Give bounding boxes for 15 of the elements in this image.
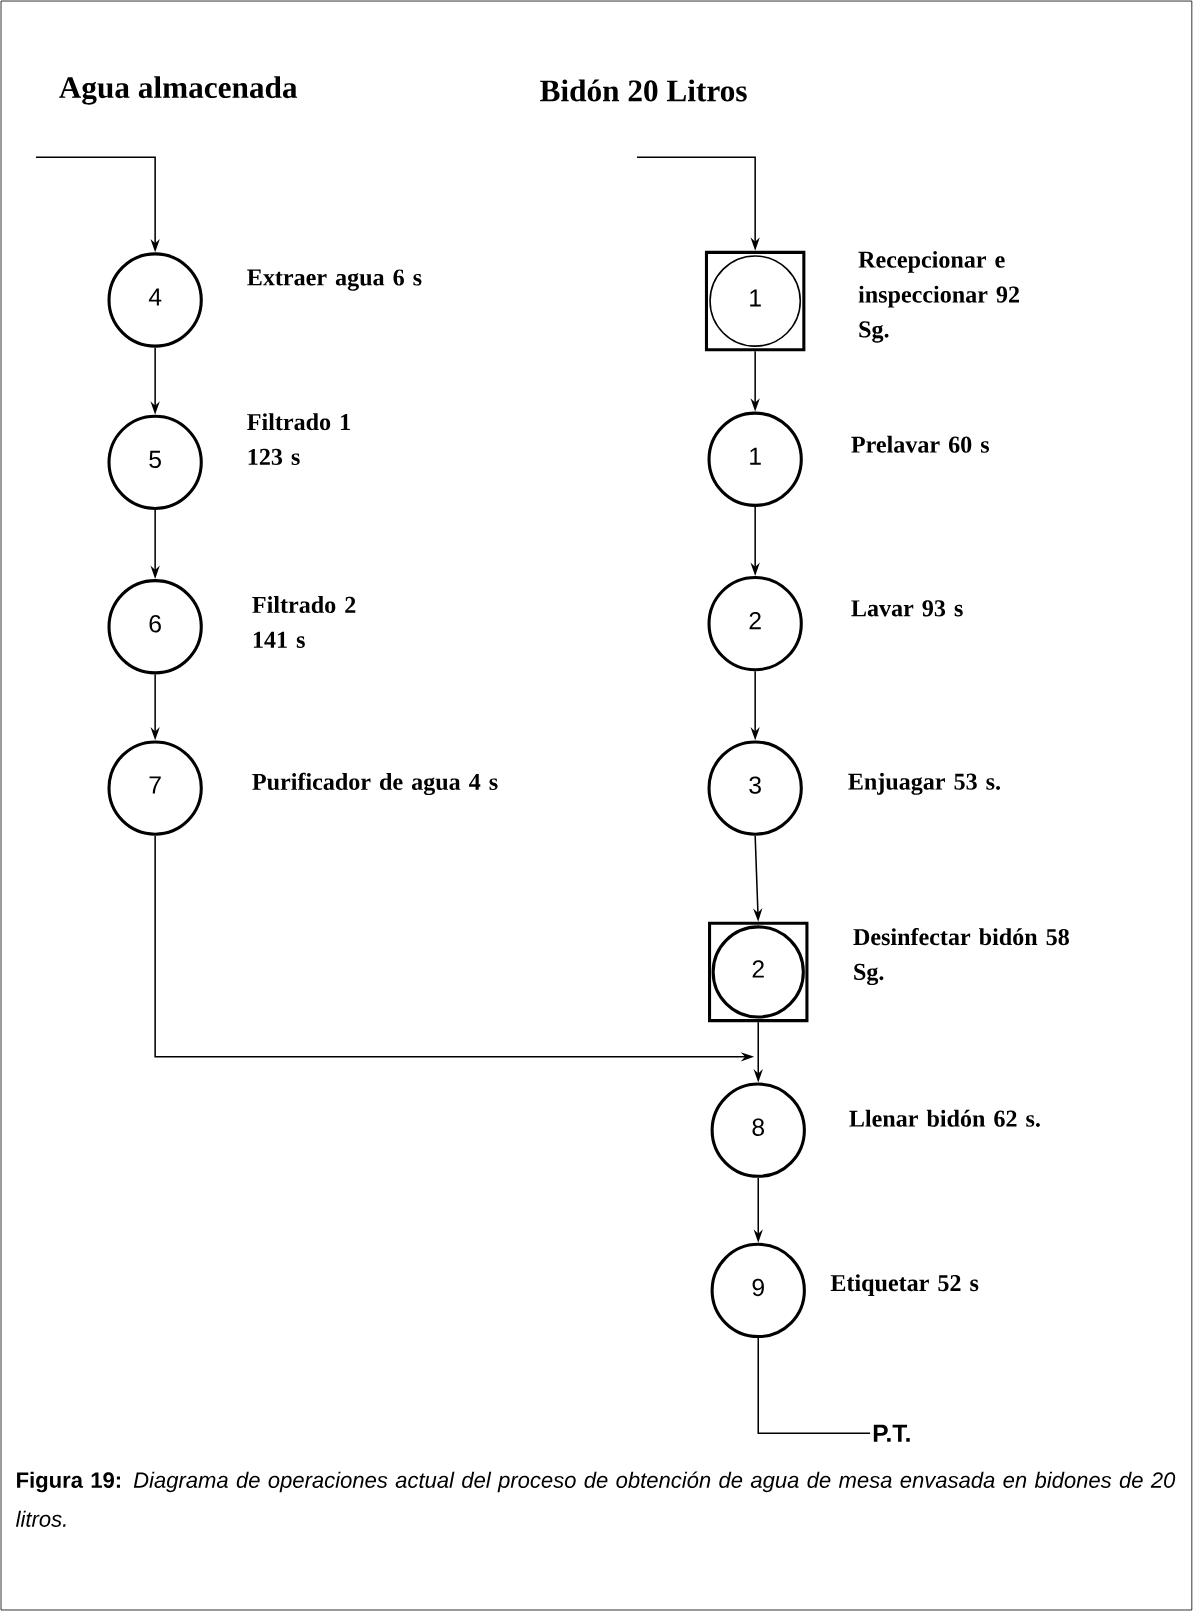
column-heading: Bidón 20 Litros [540, 79, 747, 102]
end-label: P.T. [873, 1424, 910, 1442]
caption: Figura 19: Diagrama de operaciones actual del proceso de obtención de agua de mesa envasada en bidones de 20 litros. [16, 1471, 1176, 1527]
step-label: Filtrado 2 141 s [252, 596, 356, 648]
step-label: Enjuagar 53 s. [848, 772, 1001, 795]
step-label: Filtrado 1 123 s [247, 413, 350, 466]
step-label: Etiquetar 52 s [830, 1274, 979, 1297]
step-label: Lavar 93 s [851, 600, 963, 617]
step-label: Recepcionar e inspeccionar 92 Sg. [858, 250, 1020, 343]
step-label: Prelavar 60 s [851, 435, 990, 453]
step-label: Llenar bidón 62 s. [849, 1109, 1040, 1127]
step-label: Desinfectar bidón 58 Sg. [853, 928, 1070, 986]
step-label: Extraer agua 6 s [247, 269, 422, 291]
column-heading: Agua almacenada [59, 76, 298, 105]
step-label: Purificador de agua 4 s [252, 772, 498, 796]
